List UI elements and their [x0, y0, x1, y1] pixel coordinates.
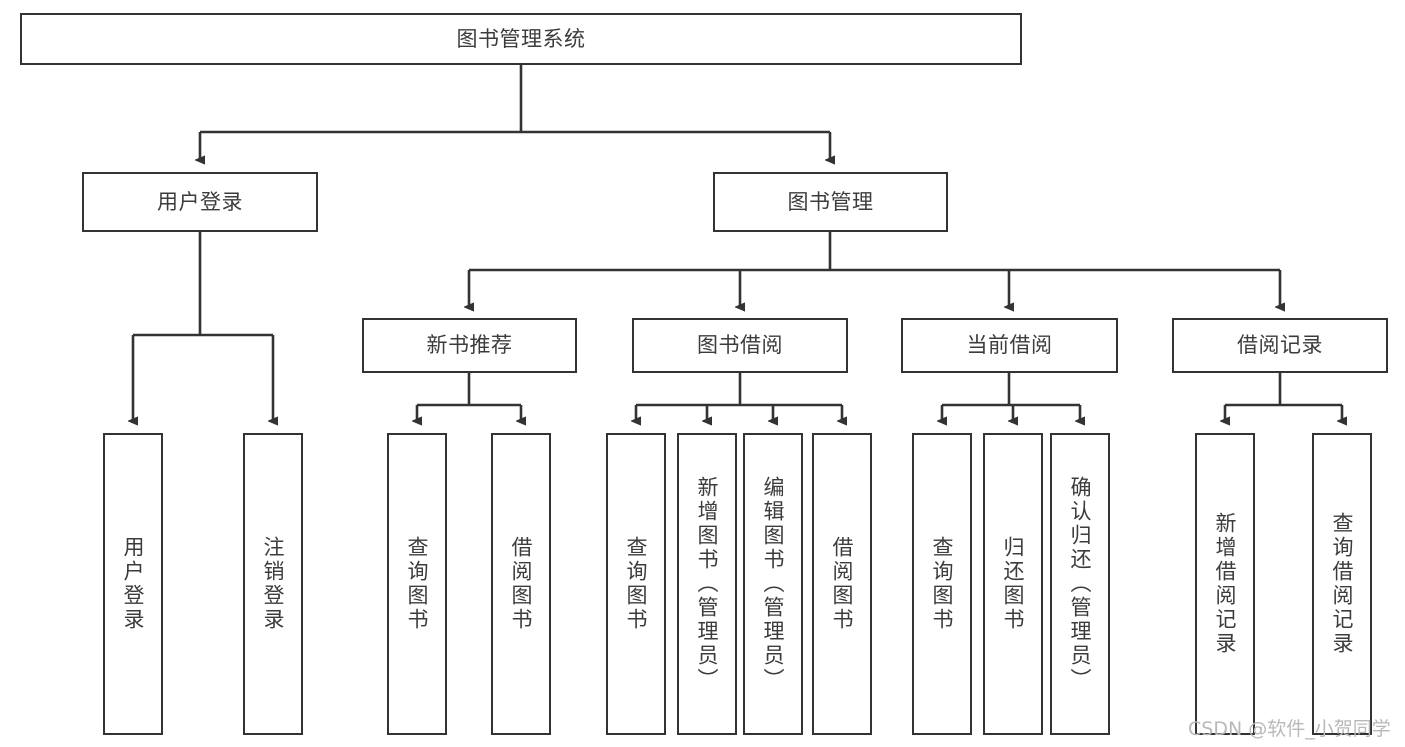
node-leaf-query-record[interactable]: 查询借阅记录: [1312, 433, 1372, 735]
node-borrow-record[interactable]: 借阅记录: [1172, 318, 1388, 373]
node-label: 当前借阅: [966, 333, 1053, 358]
node-label: 新增图书（管理员）: [695, 476, 720, 692]
node-root-book-management-system[interactable]: 图书管理系统: [20, 13, 1022, 65]
node-label: 借阅记录: [1237, 333, 1323, 358]
node-label: 确认归还（管理员）: [1068, 476, 1093, 692]
node-label: 新书推荐: [426, 333, 513, 358]
node-label: 图书借阅: [697, 333, 783, 358]
node-label: 图书管理: [787, 189, 874, 214]
node-book-borrow[interactable]: 图书借阅: [632, 318, 848, 373]
node-label: 借阅图书: [509, 536, 534, 632]
node-leaf-confirm-return[interactable]: 确认归还（管理员）: [1050, 433, 1110, 735]
watermark-text: CSDN @软件_小贺同学: [1188, 718, 1391, 740]
node-label: 查询图书: [624, 536, 649, 632]
node-label: 用户登录: [157, 189, 243, 214]
node-leaf-user-login[interactable]: 用户登录: [103, 433, 163, 735]
node-leaf-user-logout[interactable]: 注销登录: [243, 433, 303, 735]
node-label: 图书管理系统: [456, 26, 586, 51]
node-label: 注销登录: [261, 536, 286, 632]
node-leaf-edit-book[interactable]: 编辑图书（管理员）: [743, 433, 803, 735]
node-leaf-query-book-2[interactable]: 查询图书: [606, 433, 666, 735]
node-label: 归还图书: [1001, 536, 1026, 632]
node-label: 借阅图书: [830, 536, 855, 632]
node-leaf-query-book-1[interactable]: 查询图书: [387, 433, 447, 735]
node-leaf-borrow-book-2[interactable]: 借阅图书: [812, 433, 872, 735]
node-label: 用户登录: [121, 536, 146, 632]
node-leaf-borrow-book-1[interactable]: 借阅图书: [491, 433, 551, 735]
node-leaf-return-book[interactable]: 归还图书: [983, 433, 1043, 735]
node-leaf-query-book-3[interactable]: 查询图书: [912, 433, 972, 735]
node-label: 查询图书: [405, 536, 430, 632]
node-user-login[interactable]: 用户登录: [82, 172, 318, 232]
node-label: 新增借阅记录: [1213, 512, 1238, 656]
node-leaf-add-book[interactable]: 新增图书（管理员）: [677, 433, 737, 735]
node-current-borrow[interactable]: 当前借阅: [901, 318, 1118, 373]
node-label: 编辑图书（管理员）: [761, 476, 786, 692]
node-book-manage[interactable]: 图书管理: [713, 172, 948, 232]
node-label: 查询借阅记录: [1330, 512, 1355, 656]
node-leaf-add-record[interactable]: 新增借阅记录: [1195, 433, 1255, 735]
node-label: 查询图书: [930, 536, 955, 632]
node-new-book-recommend[interactable]: 新书推荐: [362, 318, 577, 373]
